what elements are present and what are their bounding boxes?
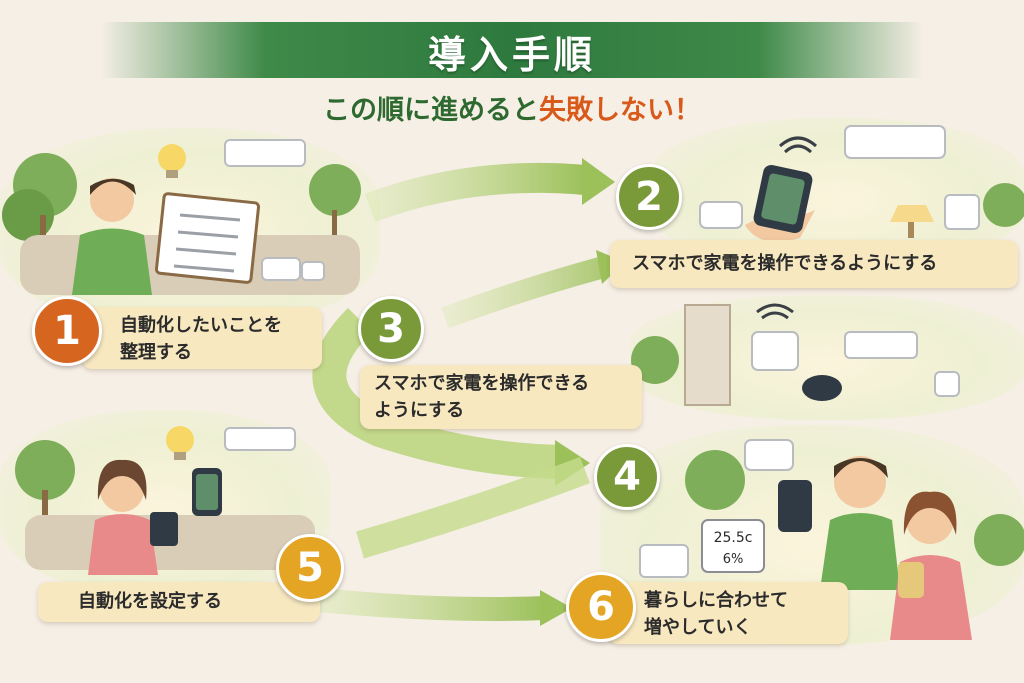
step-6-badge: 6	[566, 572, 636, 642]
tree-right-6-icon	[974, 514, 1024, 566]
thermometer-humidity: 6%	[723, 552, 744, 567]
subtitle-exclamation: ！	[674, 95, 701, 126]
title-banner	[100, 22, 924, 78]
smartphone-6b-icon	[898, 562, 924, 598]
page-subtitle: この順に進めると失敗しない！	[0, 88, 1024, 127]
air-conditioner-icon	[224, 139, 306, 167]
subtitle-lead: この順に進めると	[323, 95, 539, 126]
air-conditioner-5-icon	[224, 427, 296, 451]
smart-sensor-6-icon	[639, 544, 689, 578]
step-2-text: スマホで家電を操作できるようにする	[632, 253, 938, 274]
step-6-card: 暮らしに合わせて 増やしていく	[608, 582, 848, 644]
step-3-badge: 3	[358, 296, 424, 362]
tree-right-2-icon	[983, 183, 1024, 227]
wifi-icon-3	[756, 303, 794, 320]
arrow-1-to-2-head	[582, 158, 615, 205]
trees-6-icon	[685, 450, 745, 510]
step-6-text-line1: 暮らしに合わせて	[644, 590, 788, 611]
air-conditioner-3-icon	[844, 331, 918, 359]
person-woman-icon	[88, 459, 158, 575]
air-conditioner-2-icon	[844, 125, 946, 159]
thermometer-temp: 25.5c	[714, 530, 753, 546]
smartphone-hand-icon	[745, 164, 815, 242]
arrow-5-to-6	[318, 588, 546, 621]
step-1-card: 自動化したいことを 整理する	[82, 307, 322, 369]
step-6-text-line2: 増やしていく	[644, 617, 752, 638]
arrow-1-to-2	[364, 162, 587, 223]
subtitle-accent: 失敗しない	[539, 95, 674, 126]
checklist-lines-icon	[173, 213, 241, 273]
tablet-icon	[150, 512, 178, 546]
arrow-4-to-5	[356, 456, 590, 559]
step-1-text-line1: 自動化したいことを	[120, 315, 282, 336]
smartphone-5-screen	[196, 474, 218, 510]
plant-3-icon	[631, 336, 679, 384]
lightbulb-5-icon	[166, 426, 194, 460]
page-title: 導入手順	[427, 33, 596, 77]
smart-hub-3-icon	[751, 331, 799, 371]
step-5-card: 自動化を設定する	[38, 582, 320, 622]
step-3-text-line1: スマホで家電を操作できる	[374, 373, 590, 394]
smart-switch-icon	[944, 194, 980, 230]
smart-speaker-icon	[802, 375, 842, 401]
step-5-badge: 5	[276, 534, 344, 602]
step-2-badge: 2	[616, 164, 682, 230]
smart-sensor-3-icon	[934, 371, 960, 397]
step-5-text: 自動化を設定する	[78, 591, 222, 612]
arrow-3-to-4	[312, 307, 561, 479]
door-icon	[684, 304, 731, 406]
step-3-text-line2: ようにする	[374, 400, 465, 421]
lightbulb-icon	[158, 144, 186, 178]
wifi-icon-2	[779, 136, 817, 154]
thermometer-display-icon	[701, 519, 765, 573]
arrow-5-to-6-head	[540, 590, 572, 626]
step-2-card: スマホで家電を操作できるようにする	[610, 240, 1018, 288]
arrow-2-to-3	[441, 257, 603, 329]
smart-plug-icon	[261, 257, 301, 281]
step-3-card: スマホで家電を操作できる ようにする	[360, 365, 642, 429]
lamp-icon	[890, 205, 934, 238]
person-man-6-icon	[820, 456, 900, 590]
smart-hub-6-icon	[744, 439, 794, 471]
step-1-badge: 1	[32, 296, 102, 366]
smartphone-6-icon	[778, 480, 812, 532]
step-4-badge: 4	[594, 444, 660, 510]
smart-hub-icon	[301, 261, 325, 281]
smart-remote-icon	[699, 201, 743, 229]
person-man-icon	[72, 178, 152, 295]
step-1-text-line2: 整理する	[120, 342, 192, 363]
